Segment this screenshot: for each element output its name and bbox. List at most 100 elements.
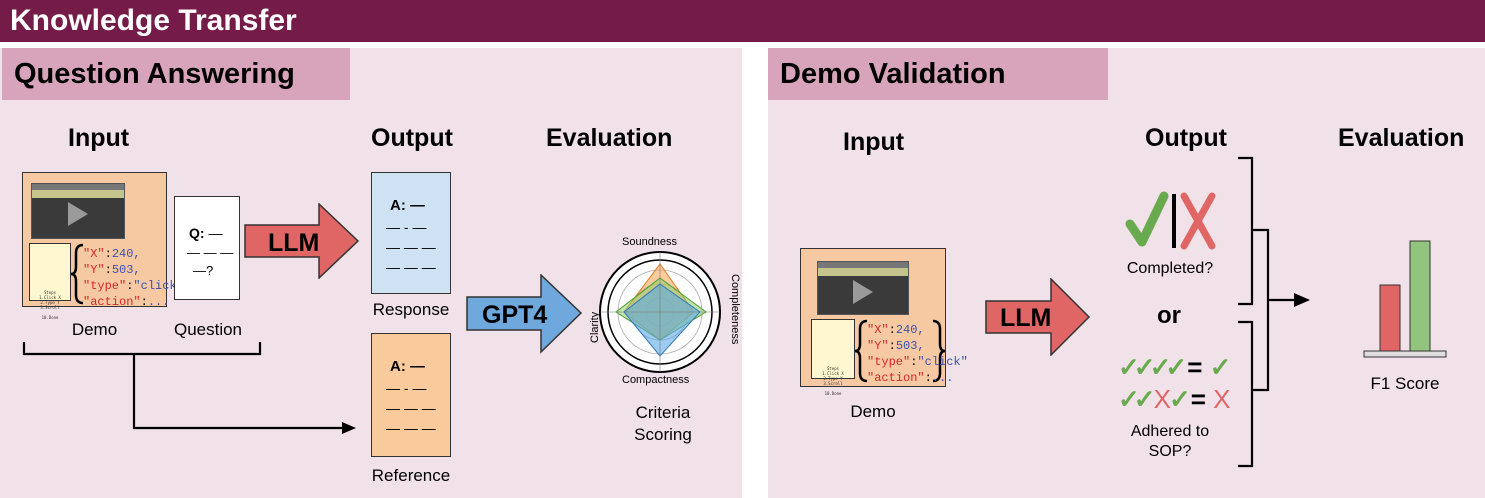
code-key: "action" bbox=[867, 371, 925, 385]
completed-label: Completed? bbox=[1126, 260, 1214, 277]
header-bar bbox=[0, 0, 1485, 42]
response-card: A: — — - — — — — — — — bbox=[371, 172, 451, 294]
gpt4-arrow bbox=[466, 274, 583, 354]
check-icon: ✓ bbox=[1133, 384, 1156, 414]
qa-evaluation-header: Evaluation bbox=[546, 124, 673, 152]
code-value: "click" bbox=[133, 279, 184, 293]
code-value: 240, bbox=[895, 323, 925, 337]
dv-evaluation-header: Evaluation bbox=[1338, 124, 1465, 152]
qa-output-header: Output bbox=[371, 124, 453, 152]
check-icon: ✓ bbox=[1165, 352, 1188, 382]
code-braces bbox=[855, 319, 946, 383]
criteria-scoring-label: Criteria Scoring bbox=[634, 403, 692, 444]
dv-output-header: Output bbox=[1145, 124, 1227, 152]
equals-sign: = bbox=[1190, 384, 1214, 414]
code-value: 503, bbox=[895, 339, 925, 353]
sop-document: Steps 1.Click X 2.Type Y 3.Scroll 10.Don… bbox=[811, 319, 855, 396]
cross-icon bbox=[1180, 192, 1216, 250]
cross-icon: X bbox=[1153, 384, 1171, 414]
code-line: "Y":503, bbox=[867, 339, 925, 353]
code-key: "type" bbox=[83, 279, 127, 293]
code-line: "Y":503, bbox=[83, 263, 141, 277]
sop-mini-text: Steps 1.Click X 2.Type Y 3.Scroll 10.Don… bbox=[39, 290, 61, 320]
answer-line: — — — bbox=[386, 420, 436, 436]
answer-line: — — — bbox=[386, 400, 436, 416]
gpt4-label: GPT4 bbox=[482, 301, 548, 329]
check-icon: ✓ bbox=[1133, 352, 1156, 382]
code-line: "type":"click" bbox=[867, 355, 968, 369]
code-line: "X":240, bbox=[867, 323, 925, 337]
play-icon bbox=[853, 280, 873, 304]
dv-title: Demo Validation bbox=[768, 48, 1108, 100]
page-title: Knowledge Transfer bbox=[10, 4, 297, 37]
code-key: "Y" bbox=[83, 263, 105, 277]
dv-demo-box: Steps 1.Click X 2.Type Y 3.Scroll 10.Don… bbox=[800, 248, 968, 396]
qa-title: Question Answering bbox=[2, 48, 350, 100]
code-key: "X" bbox=[83, 247, 105, 261]
qa-demo-label: Demo bbox=[71, 320, 118, 339]
adherence-row-2: ✓✓X✓= X bbox=[1118, 384, 1231, 414]
answer-line: — — — bbox=[386, 259, 436, 275]
qa-llm-label: LLM bbox=[268, 229, 320, 257]
code-key: "X" bbox=[867, 323, 889, 337]
check-icon: ✓ bbox=[1118, 352, 1140, 382]
radar-label-completeness: Completeness bbox=[729, 274, 741, 345]
check-icon: ✓ bbox=[1149, 352, 1172, 382]
check-icon: ✓ bbox=[1209, 352, 1232, 382]
code-line: "action":... bbox=[867, 371, 954, 385]
radar-label-soundness: Soundness bbox=[622, 236, 678, 248]
question-line-2: — — — bbox=[187, 245, 234, 260]
question-line-1: Q: — bbox=[189, 225, 223, 241]
check-icon: ✓ bbox=[1168, 384, 1191, 414]
qa-question-label: Question bbox=[173, 320, 243, 339]
code-block: "X":240, "Y":503, "type":"click" "action… bbox=[83, 246, 184, 310]
code-key: "action" bbox=[83, 295, 141, 309]
dv-llm-arrow bbox=[985, 278, 1091, 356]
answer-line: — — — bbox=[386, 239, 436, 255]
answer-line: A: — bbox=[390, 197, 425, 214]
radar-label-clarity: Clarity bbox=[589, 311, 601, 343]
reference-label: Reference bbox=[371, 466, 451, 485]
sop-mini-text: Steps 1.Click X 2.Type Y 3.Scroll 10.Don… bbox=[822, 366, 844, 396]
code-value: "click" bbox=[917, 355, 968, 369]
completed-symbols bbox=[1125, 191, 1216, 250]
or-label: or bbox=[1157, 302, 1181, 329]
code-value: 240, bbox=[111, 247, 141, 261]
check-icon bbox=[1125, 191, 1169, 247]
code-line: "action":... bbox=[83, 295, 170, 309]
dv-demo-label: Demo bbox=[850, 402, 896, 421]
question-line-3: —? bbox=[193, 263, 214, 278]
dv-llm-label: LLM bbox=[1000, 304, 1052, 332]
radar-chart bbox=[599, 251, 721, 373]
question-card: Q: — — — — —? bbox=[174, 196, 240, 300]
reference-card: A: — — - — — — — — — — bbox=[371, 333, 451, 457]
equals-sign: = bbox=[1187, 352, 1210, 382]
qa-demo-box: Steps 1.Click X 2.Type Y 3.Scroll 10.Don… bbox=[22, 172, 184, 320]
code-key: "type" bbox=[867, 355, 911, 369]
question-q: Q: bbox=[189, 225, 205, 241]
code-value: ... bbox=[147, 295, 170, 309]
f1-score-label: F1 Score bbox=[1370, 374, 1440, 393]
answer-line: — - — bbox=[386, 380, 427, 396]
output-brackets bbox=[1238, 156, 1310, 468]
chart-baseline bbox=[1363, 350, 1447, 358]
f1-bar-red bbox=[1379, 284, 1401, 352]
dv-input-header: Input bbox=[843, 128, 905, 156]
code-value: ... bbox=[931, 371, 954, 385]
code-block: "X":240, "Y":503, "type":"click" "action… bbox=[867, 322, 968, 386]
code-braces bbox=[71, 243, 84, 305]
code-value: 503, bbox=[111, 263, 141, 277]
adherence-row-1: ✓✓✓✓= ✓ bbox=[1118, 352, 1231, 382]
video-thumbnail bbox=[31, 183, 125, 239]
answer-line: — - — bbox=[386, 219, 427, 235]
llm-arrow bbox=[244, 203, 360, 279]
cross-icon: X bbox=[1213, 384, 1231, 414]
response-label: Response bbox=[372, 300, 450, 319]
sop-document: Steps 1.Click X 2.Type Y 3.Scroll 10.Don… bbox=[29, 243, 71, 320]
play-icon bbox=[68, 202, 88, 226]
code-line: "X":240, bbox=[83, 247, 141, 261]
f1-bar-green bbox=[1409, 240, 1431, 352]
connector-lines bbox=[22, 342, 356, 434]
video-thumbnail bbox=[817, 261, 909, 315]
qa-input-header: Input bbox=[68, 124, 130, 152]
